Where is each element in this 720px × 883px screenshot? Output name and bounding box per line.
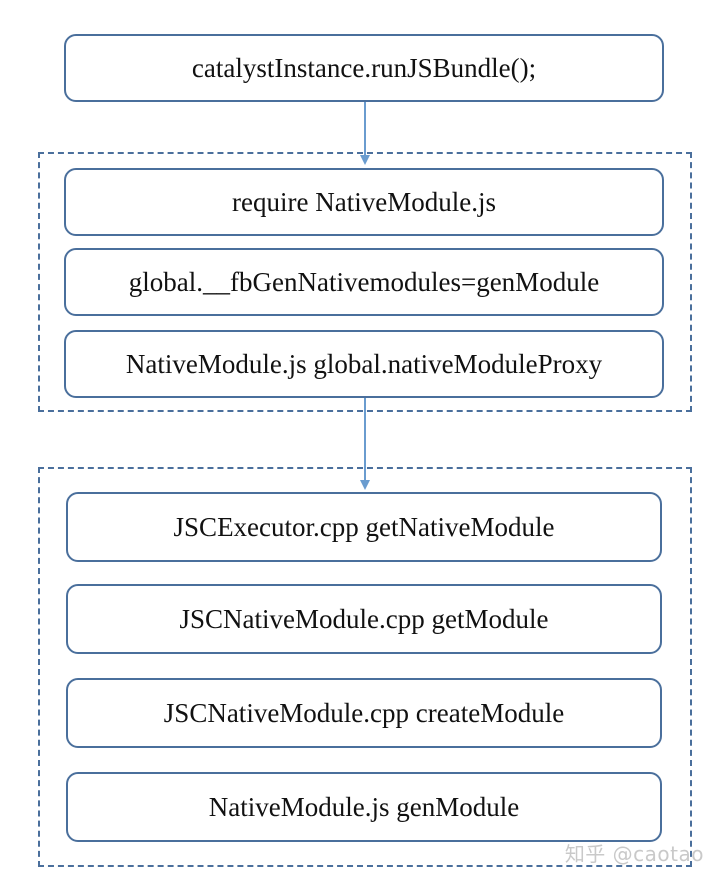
node-label: NativeModule.js genModule (208, 791, 520, 822)
node-label: catalystInstance.runJSBundle(); (191, 52, 537, 83)
node-native-module-gen-module: NativeModule.js genModule (66, 772, 662, 842)
node-label: JSCNativeModule.cpp getModule (179, 603, 549, 634)
node-label: NativeModule.js global.nativeModuleProxy (125, 348, 603, 379)
node-native-module-proxy: NativeModule.js global.nativeModuleProxy (64, 330, 664, 398)
node-jsc-native-module-get-module: JSCNativeModule.cpp getModule (66, 584, 662, 654)
watermark: 知乎 @caotao (564, 842, 704, 866)
node-label: JSCNativeModule.cpp createModule (163, 697, 565, 728)
node-label: JSCExecutor.cpp getNativeModule (173, 511, 555, 542)
node-require-native-module: require NativeModule.js (64, 168, 664, 236)
node-jsc-executor-get-native-module: JSCExecutor.cpp getNativeModule (66, 492, 662, 562)
node-jsc-native-module-create-module: JSCNativeModule.cpp createModule (66, 678, 662, 748)
node-fb-gen-native-modules: global.__fbGenNativemodules=genModule (64, 248, 664, 316)
node-label: global.__fbGenNativemodules=genModule (128, 266, 600, 297)
node-run-js-bundle: catalystInstance.runJSBundle(); (64, 34, 664, 102)
node-label: require NativeModule.js (232, 186, 496, 217)
